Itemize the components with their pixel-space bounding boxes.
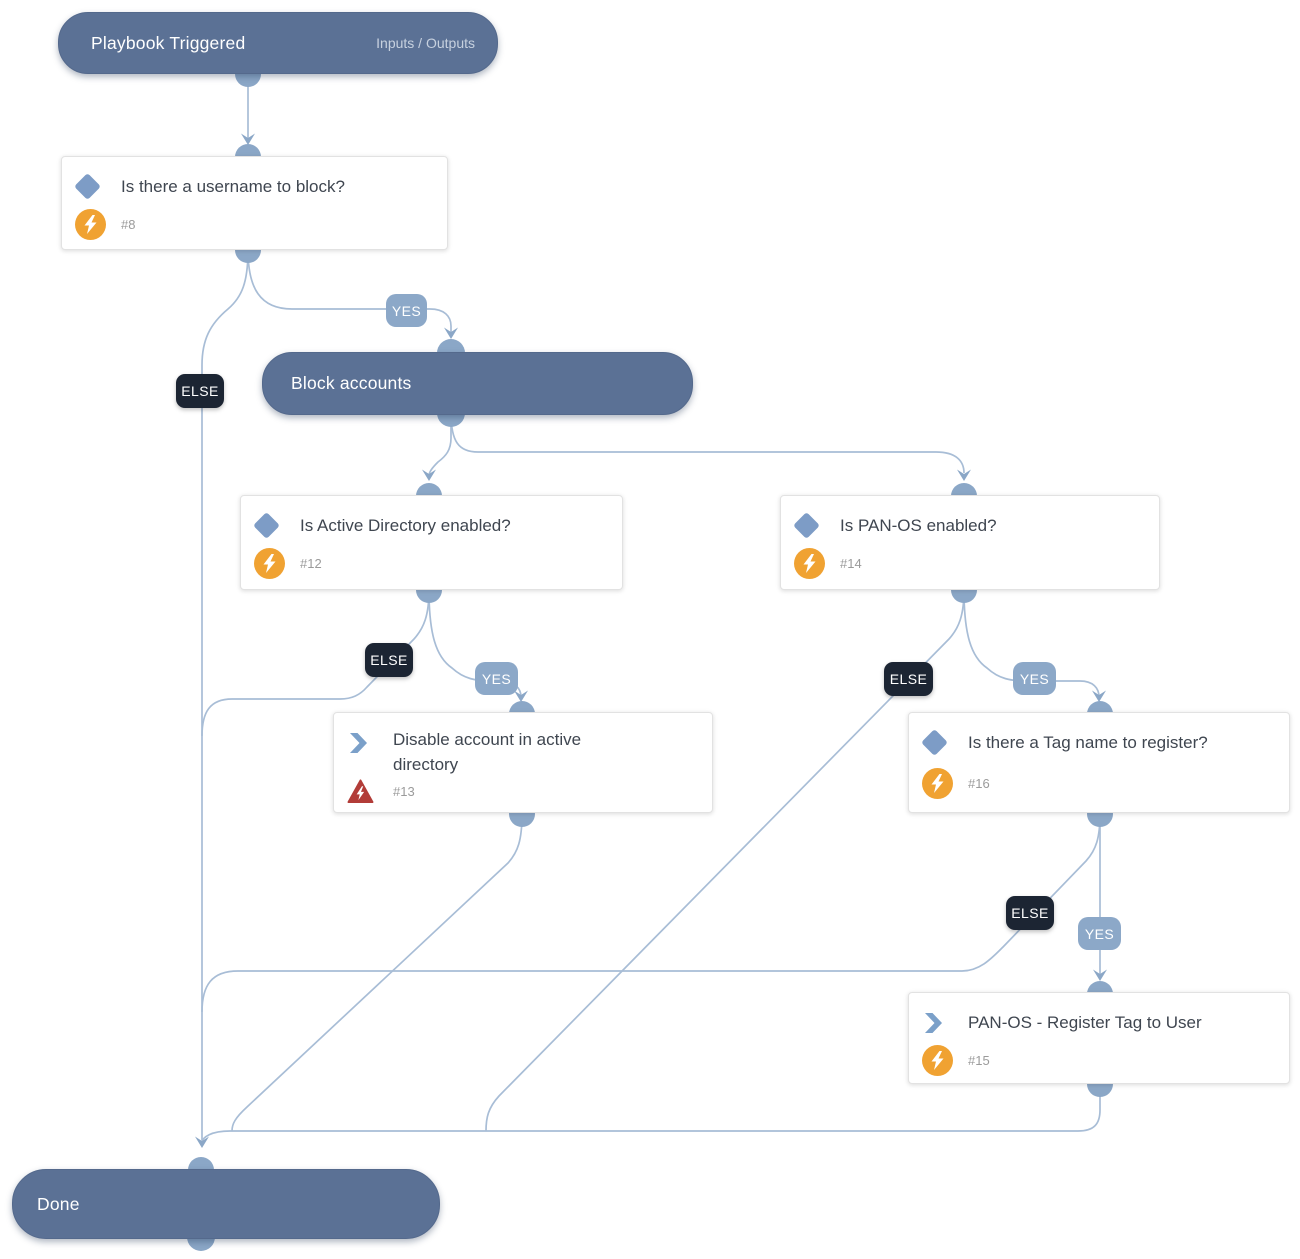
- task-id: #12: [300, 556, 322, 571]
- task-id: #13: [393, 784, 415, 799]
- edge-panos-else: [485, 589, 965, 1132]
- edge-label-else-panos: ELSE: [884, 662, 933, 696]
- node-title: Is PAN-OS enabled?: [840, 516, 997, 535]
- condition-diamond-icon: [793, 512, 840, 539]
- edge-label-else-username: ELSE: [176, 374, 224, 408]
- node-title: Done: [37, 1193, 80, 1214]
- task-chevron-icon: [922, 1010, 968, 1035]
- edge-block-to-panos: [450, 412, 965, 474]
- task-id: #15: [968, 1053, 990, 1068]
- edge-label-yes-username: YES: [386, 294, 427, 327]
- task-id: #8: [121, 217, 136, 232]
- error-icon: [347, 779, 393, 804]
- node-title: Is there a username to block?: [121, 177, 345, 196]
- edge-tag-else: [201, 813, 1101, 1013]
- arrowhead: [1092, 690, 1106, 702]
- edge-label-else-tag: ELSE: [1006, 896, 1054, 930]
- arrowhead: [195, 1136, 209, 1148]
- edge-register-to-done: [200, 1084, 1101, 1144]
- arrowheads: [195, 133, 1107, 1148]
- arrowhead: [444, 327, 458, 339]
- condition-diamond-icon: [253, 512, 300, 539]
- lightning-icon: [922, 1045, 968, 1076]
- node-task-register-tag[interactable]: PAN-OS - Register Tag to User #15: [908, 992, 1290, 1084]
- task-chevron-icon: [347, 727, 393, 777]
- lightning-icon: [794, 548, 840, 579]
- edge-label-yes-ad: YES: [475, 662, 518, 695]
- node-task-disable-account[interactable]: Disable account in active directory #13: [333, 712, 713, 813]
- lightning-icon: [922, 765, 968, 802]
- node-cond-username[interactable]: Is there a username to block? #8: [61, 156, 448, 250]
- edge-label-yes-tag: YES: [1078, 917, 1121, 950]
- condition-diamond-icon: [74, 173, 121, 200]
- arrowhead: [1093, 969, 1107, 981]
- node-title: PAN-OS - Register Tag to User: [968, 1013, 1202, 1032]
- node-title: Disable account in active directory: [393, 730, 582, 774]
- lightning-icon: [254, 548, 300, 579]
- node-done[interactable]: Done: [12, 1169, 440, 1239]
- edge-disable-to-done: [231, 813, 523, 1132]
- node-cond-tag-name[interactable]: Is there a Tag name to register? #16: [908, 712, 1290, 813]
- arrowhead: [514, 690, 528, 702]
- node-playbook-triggered[interactable]: Playbook Triggered Inputs / Outputs: [58, 12, 498, 74]
- arrowhead: [422, 469, 436, 481]
- node-title: Playbook Triggered: [91, 32, 246, 53]
- node-cond-active-directory[interactable]: Is Active Directory enabled? #12: [240, 495, 623, 590]
- arrowhead: [241, 133, 255, 145]
- edge-label-yes-panos: YES: [1013, 662, 1056, 695]
- inputs-outputs-link[interactable]: Inputs / Outputs: [376, 35, 475, 51]
- edge-username-yes: [247, 249, 452, 333]
- edge-label-else-ad: ELSE: [365, 643, 413, 677]
- lightning-icon: [75, 209, 121, 240]
- node-title: Is Active Directory enabled?: [300, 516, 511, 535]
- node-title: Is there a Tag name to register?: [968, 733, 1208, 752]
- condition-diamond-icon: [921, 729, 968, 756]
- node-cond-panos[interactable]: Is PAN-OS enabled? #14: [780, 495, 1160, 590]
- task-id: #16: [968, 776, 990, 791]
- edge-username-else: [201, 249, 249, 1140]
- arrowhead: [957, 469, 971, 481]
- edge-panos-yes: [963, 589, 1100, 698]
- node-block-accounts[interactable]: Block accounts: [262, 352, 693, 415]
- edge-ad-else: [201, 589, 430, 737]
- task-id: #14: [840, 556, 862, 571]
- node-title: Block accounts: [291, 373, 412, 393]
- edge-block-to-ad: [428, 413, 452, 477]
